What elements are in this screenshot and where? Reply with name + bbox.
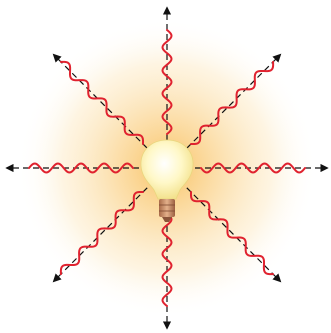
bulb-base: [159, 199, 175, 217]
